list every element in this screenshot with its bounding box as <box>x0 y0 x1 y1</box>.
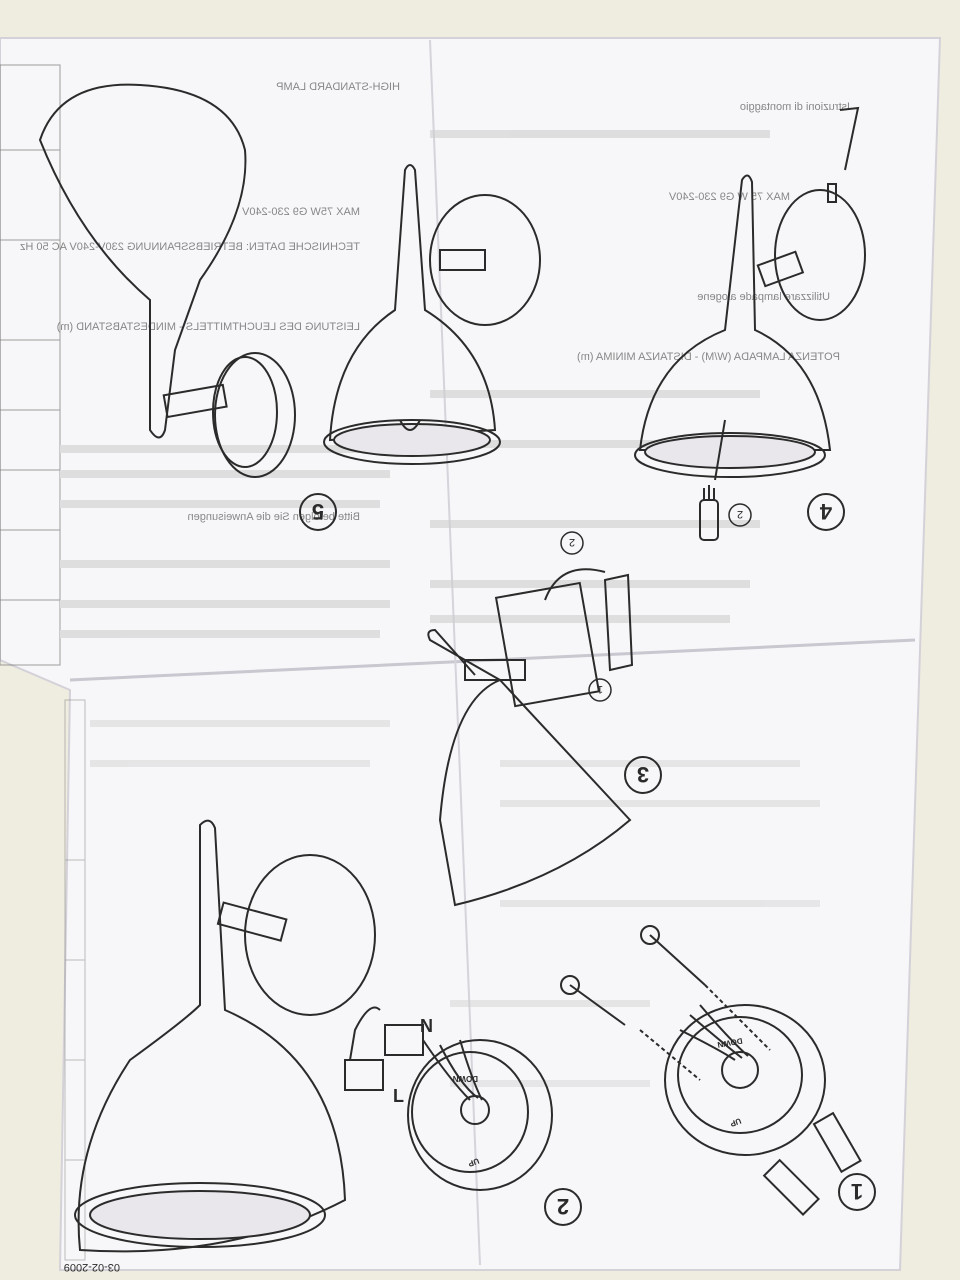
step-5-lamp-diagram <box>38 83 296 478</box>
step-3-lamp-diagram <box>427 568 634 907</box>
mirrored-text-line: MAX 75 W G9 230-240V <box>668 191 790 203</box>
step-1-mounting-diagram <box>560 925 862 1216</box>
right-info-panel: POTENZA LAMPADA (W/M) - DISTANZA MINIMA … <box>430 101 850 623</box>
svg-text:2: 2 <box>737 508 743 520</box>
svg-text:2: 2 <box>569 536 575 548</box>
wire-label-n: N <box>420 1016 433 1036</box>
wire-label-l: L <box>393 1086 404 1106</box>
step-3-badge: 3 <box>624 756 662 794</box>
svg-text:1: 1 <box>597 683 603 695</box>
step-1-badge: 1 <box>838 1173 876 1211</box>
svg-text:5: 5 <box>312 499 324 524</box>
step-5-lamp-front <box>323 164 541 465</box>
mirrored-text-line: Bitte befolgen Sie die Anweisungen <box>188 511 360 523</box>
svg-text:2: 2 <box>557 1194 569 1219</box>
mirrored-text-line: LEISTUNG DES LEUCHTMITTELS - MINDESTABST… <box>57 321 360 333</box>
mirrored-text-line: Utilizzare lampade alogene <box>697 291 830 303</box>
step-4-badge: 4 <box>807 493 845 531</box>
step-2-badge: 2 <box>544 1188 582 1226</box>
step-2-wiring-diagram <box>74 819 553 1253</box>
mirrored-text-line: POTENZA LAMPADA (W/M) - DISTANZA MINIMA … <box>577 351 840 363</box>
plate-label-up: UP <box>466 1156 480 1168</box>
bulb-callout: 2 <box>728 503 752 527</box>
svg-text:3: 3 <box>637 762 649 787</box>
left-info-panel: HIGH-STANDARD LAMP LEISTUNG DES LEUCHTMI… <box>0 64 400 666</box>
svg-text:1: 1 <box>851 1179 863 1204</box>
plate-label-down: DOWN <box>452 1074 478 1083</box>
document-code: 03-02-2009 <box>64 1261 120 1273</box>
svg-text:4: 4 <box>819 499 832 524</box>
plate-label-up-step1: UP <box>728 1116 742 1128</box>
plate-label-down-step1: DOWN <box>716 1036 743 1049</box>
step-5-badge: 5 <box>299 493 337 531</box>
step-4-lamp-diagram <box>634 106 866 541</box>
arrow-callout: 2 <box>560 531 584 555</box>
mirrored-text-line: HIGH-STANDARD LAMP <box>276 81 400 93</box>
mirrored-text-line: Istruzioni di montaggio <box>740 101 850 113</box>
mirrored-text-line: MAX 75W G9 230-240V <box>241 206 360 218</box>
mirrored-text-line: TECHNISCHE DATEN: BETRIEBSSPANNUNG 230V-… <box>20 241 360 253</box>
screw-callout: 1 <box>588 678 612 702</box>
lower-info-column <box>64 699 820 1261</box>
